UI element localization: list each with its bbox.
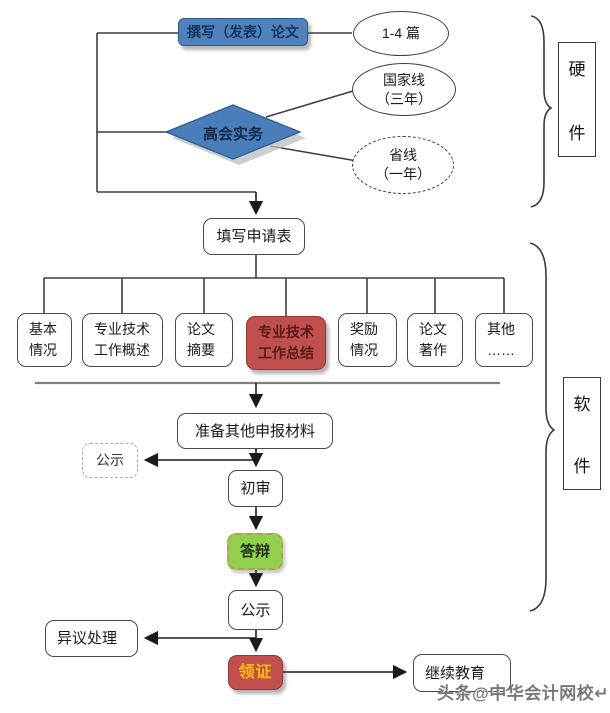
material-awards-line1: 奖励 — [350, 321, 378, 337]
material-publications-line2: 著作 — [419, 342, 447, 358]
write-paper-label: 撰写（发表）论文 — [187, 23, 299, 40]
connector-lines — [43, 32, 505, 316]
first-review-node: 初审 — [228, 470, 283, 507]
fill-form-label: 填写申请表 — [216, 228, 292, 245]
software-char-top: 软 — [573, 395, 591, 414]
papers-count-ellipse: 1-4 篇 — [353, 11, 449, 56]
publicity-label: 公示 — [240, 601, 271, 619]
software-bracket-label: 软 件 — [563, 377, 601, 490]
watermark: 头条@中华会计网校↵ — [437, 684, 609, 703]
material-publications-line1: 论文 — [419, 321, 447, 337]
material-paper-abstract-node: 论文 摘要 — [175, 313, 233, 367]
exam-diamond — [164, 104, 302, 160]
material-work-summary-line2: 工作总结 — [258, 345, 314, 361]
material-basic-info-line1: 基本 — [29, 321, 57, 337]
provincial-line-label1: 省线 — [389, 147, 417, 163]
certificate-label: 领证 — [238, 664, 273, 681]
exam-diamond-label: 高会实务 — [202, 126, 263, 143]
first-review-label: 初审 — [240, 480, 271, 497]
material-work-summary-node: 专业技术 工作总结 — [246, 316, 326, 370]
material-awards-node: 奖励 情况 — [338, 313, 397, 367]
material-work-overview-line1: 专业技术 — [94, 321, 150, 337]
pre-publicity-node: 公示 — [82, 443, 138, 478]
national-line-label1: 国家线 — [383, 71, 425, 88]
prepare-materials-label: 准备其他申报材料 — [194, 422, 315, 440]
material-paper-abstract-line2: 摘要 — [187, 342, 215, 358]
material-other-node: 其他 …… — [475, 313, 533, 367]
defense-node: 答辩 — [227, 533, 283, 570]
national-line-label2: （三年） — [376, 90, 432, 107]
material-publications-node: 论文 著作 — [407, 313, 463, 367]
material-paper-abstract-line1: 论文 — [187, 321, 215, 337]
fill-form-node: 填写申请表 — [203, 218, 305, 255]
material-other-line1: 其他 — [487, 321, 515, 337]
pre-publicity-label: 公示 — [96, 452, 124, 468]
material-awards-line2: 情况 — [350, 342, 378, 358]
defense-label: 答辩 — [239, 543, 270, 560]
hardware-char-top: 硬 — [568, 60, 586, 79]
publicity-node: 公示 — [228, 590, 283, 630]
material-basic-info-line2: 情况 — [29, 342, 57, 358]
continuing-education-node: 继续教育 — [413, 654, 511, 692]
hardware-char-bottom: 件 — [568, 124, 586, 143]
provincial-line-label2: （一年） — [375, 166, 431, 182]
objection-handling-node: 异议处理 — [45, 620, 138, 657]
hardware-brace — [530, 15, 553, 208]
objection-handling-label: 异议处理 — [57, 630, 118, 647]
write-paper-node: 撰写（发表）论文 — [178, 18, 308, 46]
continuing-education-label: 继续教育 — [425, 664, 486, 682]
provincial-line-ellipse: 省线 （一年） — [352, 136, 454, 194]
prepare-materials-node: 准备其他申报材料 — [177, 413, 333, 449]
papers-count-label: 1-4 篇 — [381, 25, 421, 41]
software-brace — [529, 242, 556, 612]
software-char-bottom: 件 — [573, 457, 591, 476]
national-line-ellipse: 国家线 （三年） — [352, 63, 456, 116]
certificate-node: 领证 — [228, 655, 283, 690]
material-work-overview-line2: 工作概述 — [94, 342, 150, 358]
material-work-overview-node: 专业技术 工作概述 — [82, 313, 163, 367]
hardware-bracket-label: 硬 件 — [558, 42, 596, 157]
material-basic-info-node: 基本 情况 — [17, 313, 72, 367]
material-other-line2: …… — [487, 342, 515, 358]
material-work-summary-line1: 专业技术 — [258, 324, 314, 340]
